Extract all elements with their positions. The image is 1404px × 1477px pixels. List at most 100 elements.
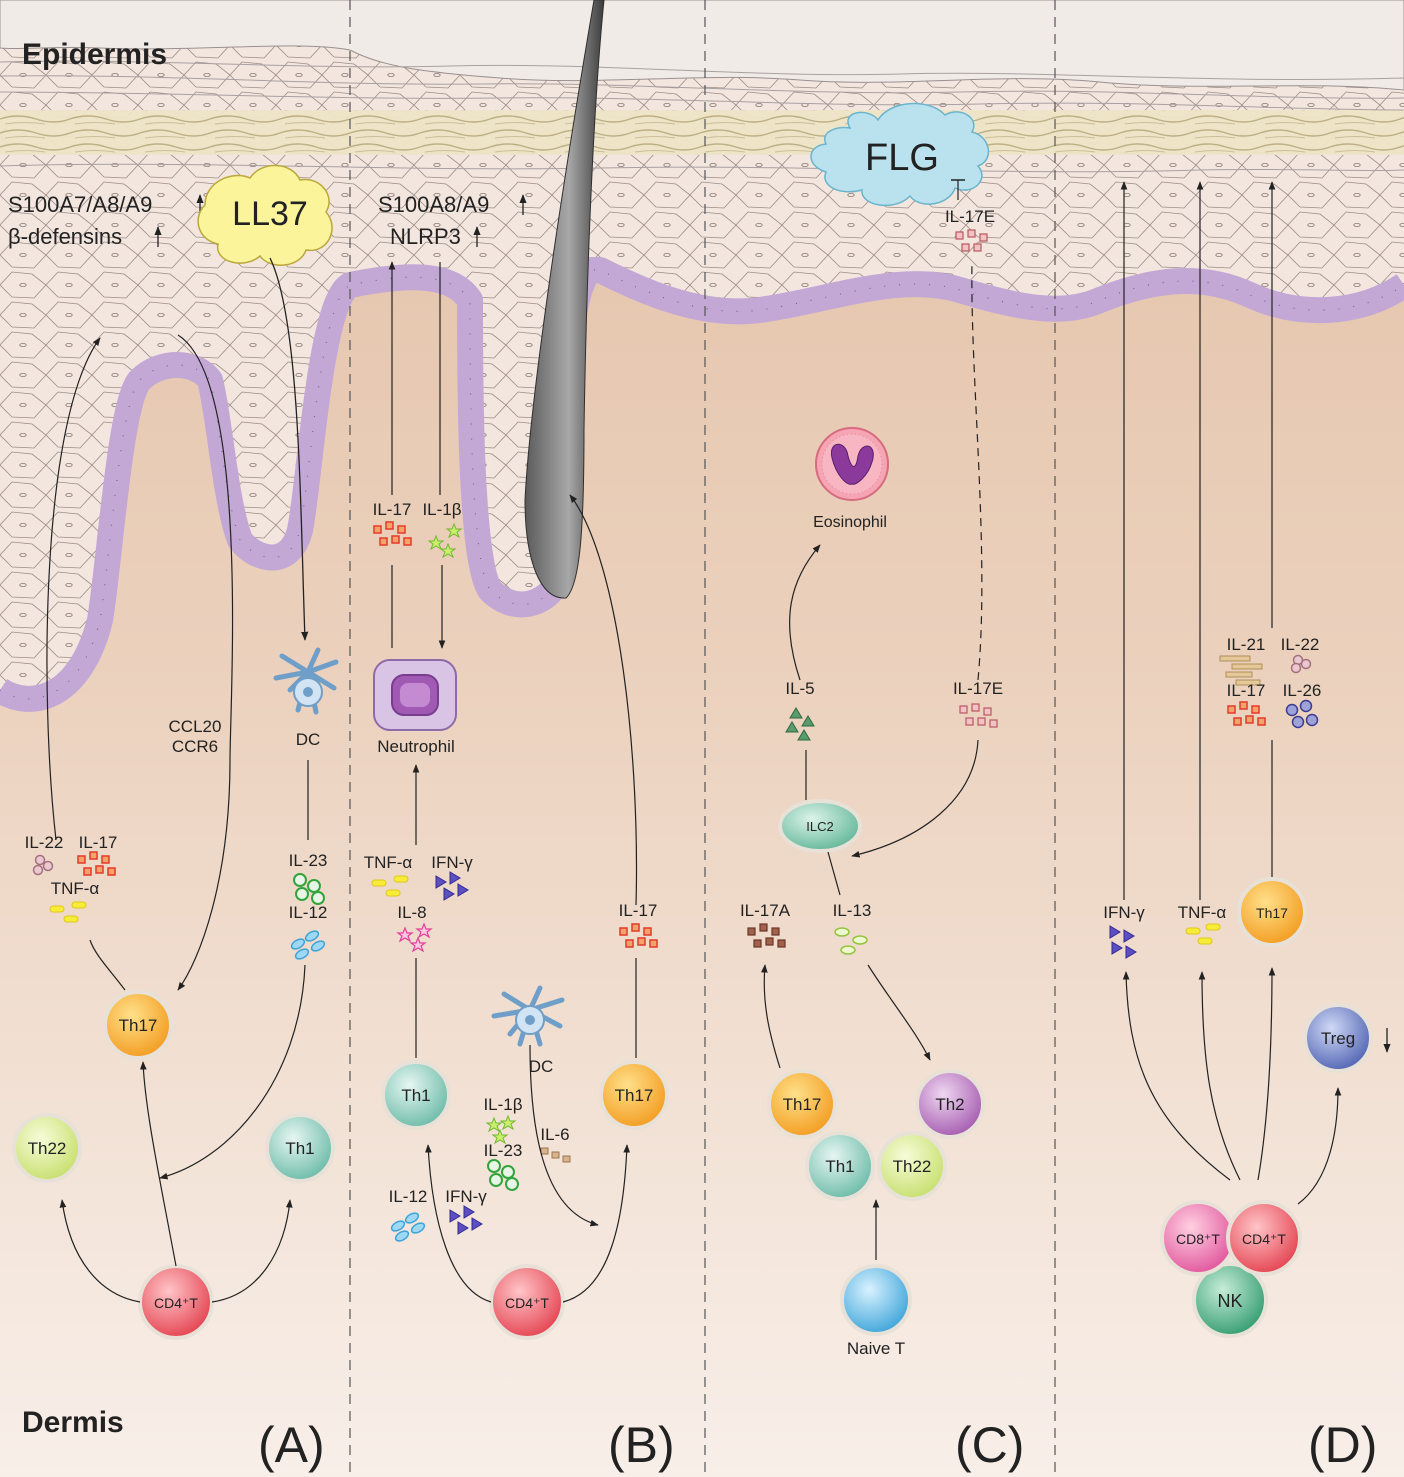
a-dc-icon xyxy=(273,647,339,715)
svg-text:CD8⁺T: CD8⁺T xyxy=(1176,1231,1220,1247)
b-il1b-top-stars-icon xyxy=(427,522,463,559)
d-tnfa-capsules-icon xyxy=(1185,923,1221,945)
c-th17-cell: Th17 xyxy=(767,1069,837,1139)
a-marker-defensins: β-defensins xyxy=(8,224,122,249)
skin-surface xyxy=(0,0,1404,91)
d-il26-hexagons-icon xyxy=(1285,699,1319,729)
d-th17-cell: Th17 xyxy=(1237,877,1307,947)
c-il5-label: IL-5 xyxy=(785,679,814,698)
b-ifng2-triangles-icon xyxy=(449,1205,483,1235)
c-il17a-label: IL-17A xyxy=(740,901,791,920)
svg-text:Th17: Th17 xyxy=(119,1016,158,1035)
b-il23-label: IL-23 xyxy=(484,1141,523,1160)
d-il17-squares-icon xyxy=(1227,701,1266,726)
b-neutrophil-label: Neutrophil xyxy=(377,737,455,756)
ilc2-cell: ILC2 xyxy=(778,799,862,853)
panel-label-c: (C) xyxy=(955,1417,1024,1473)
b-ifng-triangles-icon xyxy=(435,871,469,901)
c-arrow-il5-eos xyxy=(789,544,821,681)
a-il12-ovals-icon xyxy=(290,930,326,960)
b-il17-squares-icon xyxy=(619,923,658,948)
d-il21-bars-icon xyxy=(1219,655,1263,686)
c-il13-ovals-icon xyxy=(834,927,868,955)
b-arrow-cd4-th17 xyxy=(562,1144,631,1303)
epidermis-layer xyxy=(0,0,1404,699)
c-ilc2-to-il13 xyxy=(827,851,841,896)
a-arrow-cd4-th1 xyxy=(211,1199,293,1303)
b-il8-label: IL-8 xyxy=(397,903,426,922)
svg-text:Th2: Th2 xyxy=(935,1095,964,1114)
d-cd8t-cell: CD8⁺T xyxy=(1160,1200,1236,1276)
basal-layer xyxy=(0,257,1404,712)
a-th1-cell: Th1 xyxy=(265,1113,335,1183)
d-il17-label: IL-17 xyxy=(1227,681,1266,700)
d-arrow-cd4-th17 xyxy=(1257,967,1276,1181)
svg-text:Th1: Th1 xyxy=(401,1086,430,1105)
a-il23-label: IL-23 xyxy=(289,851,328,870)
svg-text:Th1: Th1 xyxy=(285,1139,314,1158)
b-tnfa-capsules-icon xyxy=(371,875,409,897)
c-il13-label: IL-13 xyxy=(833,901,872,920)
d-arrow-cd8-ifng xyxy=(1122,971,1231,1181)
svg-text:Th1: Th1 xyxy=(825,1157,854,1176)
b-il6-squares-icon xyxy=(540,1147,571,1163)
a-arrow-cd4-th22 xyxy=(59,1199,141,1303)
b-il17-label: IL-17 xyxy=(619,901,658,920)
panel-label-d: (D) xyxy=(1308,1417,1377,1473)
d-nk-cell: NK xyxy=(1192,1262,1268,1338)
a-dc-label: DC xyxy=(296,730,321,749)
d-arrow-cd4-treg xyxy=(1297,1087,1342,1205)
a-th17-cell: Th17 xyxy=(103,990,173,1060)
panel-label-a: (A) xyxy=(258,1417,325,1473)
b-il1b-top-label: IL-1β xyxy=(422,500,461,519)
d-ifng-triangles-icon xyxy=(1109,925,1137,959)
b-ifng-label: IFN-γ xyxy=(431,853,473,872)
d-cd4t-cell: CD4⁺T xyxy=(1226,1200,1302,1276)
d-il26-label: IL-26 xyxy=(1283,681,1322,700)
a-il23-hexagons-icon xyxy=(293,873,325,905)
a-cd4t-cell: CD4⁺T xyxy=(138,1264,214,1340)
panel-dividers xyxy=(349,0,1056,1477)
stratum-corneum xyxy=(0,110,1404,155)
a-arrow-ll37-to-dc xyxy=(269,257,309,641)
d-tnfa-label: TNF-α xyxy=(1178,903,1227,922)
a-th22-cell: Th22 xyxy=(12,1113,82,1183)
svg-text:Th17: Th17 xyxy=(615,1086,654,1105)
epidermis-label: Epidermis xyxy=(22,38,167,71)
b-marker-s100: S100A8/A9 xyxy=(378,192,489,217)
c-il17e-squares-icon xyxy=(959,703,998,728)
b-th1-cell: Th1 xyxy=(381,1060,451,1130)
a-il12-label: IL-12 xyxy=(289,903,328,922)
b-arrow-il17-to-follicle xyxy=(569,494,638,906)
d-il22-label: IL-22 xyxy=(1281,635,1320,654)
panel-label-b: (B) xyxy=(608,1417,675,1473)
hair-follicle xyxy=(524,0,605,599)
a-chemokine-ccr6: CCR6 xyxy=(172,737,218,756)
d-il21-label: IL-21 xyxy=(1227,635,1266,654)
b-th17-cell: Th17 xyxy=(599,1060,669,1130)
c-arrow-th17-il17a xyxy=(761,964,781,1069)
eosinophil-cell xyxy=(815,427,889,501)
skin-surface-lines xyxy=(0,60,1404,173)
d-treg-cell: Treg xyxy=(1303,1003,1373,1073)
d-arrow-cd4-tnfa xyxy=(1198,971,1241,1181)
a-arrow-il22-up xyxy=(46,337,101,841)
a-tnfa-label: TNF-α xyxy=(51,879,100,898)
b-dc-label: DC xyxy=(529,1057,554,1076)
b-il23-hexagons-icon xyxy=(487,1159,519,1191)
a-il17-label: IL-17 xyxy=(79,833,118,852)
flg-label: FLG xyxy=(865,137,939,179)
d-ifng-label: IFN-γ xyxy=(1103,903,1145,922)
svg-text:CD4⁺T: CD4⁺T xyxy=(154,1295,198,1311)
b-dc-icon xyxy=(491,985,565,1047)
d-il22-circles-icon xyxy=(1290,654,1312,674)
b-il8-stars-icon xyxy=(396,922,433,953)
svg-text:Th22: Th22 xyxy=(893,1157,932,1176)
ll37-label: LL37 xyxy=(232,195,308,233)
dermis-label: Dermis xyxy=(22,1406,124,1439)
ll37-icon xyxy=(197,164,333,266)
b-il17-top-label: IL-17 xyxy=(373,500,412,519)
svg-text:ILC2: ILC2 xyxy=(806,819,833,834)
svg-text:CD4⁺T: CD4⁺T xyxy=(505,1295,549,1311)
b-il6-label: IL-6 xyxy=(540,1125,569,1144)
